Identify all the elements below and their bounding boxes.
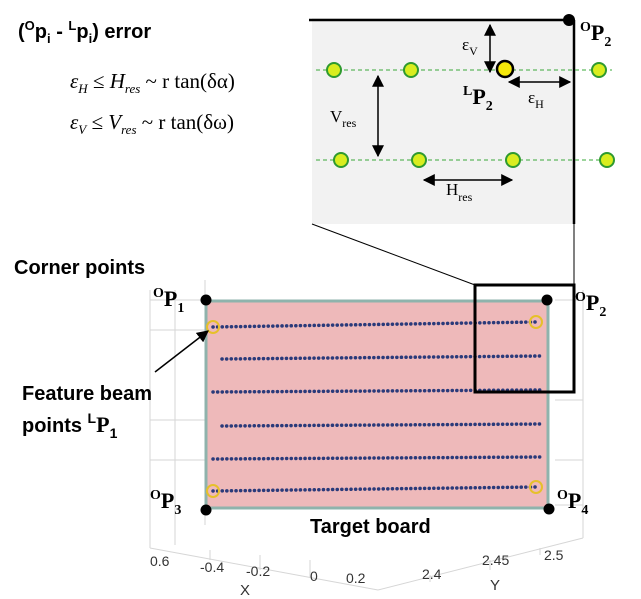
- op1-label: OP1: [153, 286, 184, 316]
- feature-pointer-arrow: [154, 330, 209, 373]
- corner-point-op3: [200, 504, 212, 516]
- target-board-label: Target board: [310, 516, 431, 538]
- y-tick: 2.5: [544, 547, 564, 563]
- op4-label: OP4: [557, 488, 588, 518]
- feature-corner-circles: [206, 315, 543, 498]
- lp2-marker: [495, 59, 515, 79]
- eps-h-label: εH: [528, 88, 544, 111]
- formula-eps-h: εH ≤ Hres ~ r tan(δα): [70, 69, 235, 96]
- target-board: [204, 299, 550, 510]
- beam-lines: [211, 320, 544, 493]
- eps-v-label: εV: [462, 35, 478, 58]
- beam-line: [211, 455, 542, 461]
- corner-point-op1: [200, 294, 212, 306]
- x-tick: -0.2: [246, 563, 270, 579]
- x-tick: 0.2: [346, 570, 366, 586]
- op2-inset-point: [563, 14, 575, 26]
- op2-label: OP2: [575, 290, 606, 320]
- y-axis-label: Y: [490, 577, 500, 594]
- x-axis-label: X: [240, 582, 250, 599]
- beam-marker: [403, 62, 419, 78]
- zoom-box: [473, 283, 576, 394]
- beam-line: [220, 422, 544, 428]
- zoom-connector-left: [311, 223, 476, 286]
- op3-label: OP3: [150, 488, 181, 518]
- beam-line: [211, 320, 538, 329]
- x-axis-ticks: 0.6 -0.4 -0.2 0 0.2: [150, 553, 366, 586]
- corner-point-op4: [543, 503, 555, 515]
- feature-circle: [529, 315, 543, 329]
- feature-beam-label-line2: points LP1: [22, 410, 118, 441]
- lp2-label: LP2: [463, 84, 493, 114]
- beam-marker: [505, 152, 521, 168]
- inset-background: [312, 18, 575, 224]
- v-res-label: Vres: [330, 107, 357, 130]
- x-tick: 0: [310, 568, 318, 584]
- corner-points-label: Corner points: [14, 257, 145, 279]
- op2-inset-label: OP2: [580, 20, 611, 50]
- feature-circle: [529, 480, 543, 494]
- beam-marker: [411, 152, 427, 168]
- beam-markers: [326, 62, 615, 168]
- y-tick: 2.45: [482, 552, 509, 568]
- feature-circle: [206, 320, 220, 334]
- h-res-label: Hres: [446, 180, 473, 204]
- inset-panel: εV εH Vres Hres LP2 OP2: [309, 14, 615, 224]
- corner-points: [200, 294, 555, 516]
- feature-beam-label-line1: Feature beam: [22, 383, 152, 405]
- beam-marker: [326, 62, 342, 78]
- beam-marker: [599, 152, 615, 168]
- error-title: (Opi - Lpi) error: [18, 18, 151, 46]
- y-tick: 2.4: [422, 566, 442, 582]
- x-tick: -0.4: [200, 559, 224, 575]
- beam-marker: [333, 152, 349, 168]
- beam-marker: [591, 62, 607, 78]
- y-axis-ticks: 2.4 2.45 2.5: [422, 547, 564, 582]
- formula-eps-v: εV ≤ Vres ~ r tan(δω): [70, 110, 234, 137]
- feature-circle: [206, 484, 220, 498]
- beam-line: [211, 485, 538, 493]
- beam-line: [211, 388, 542, 394]
- corner-point-op2: [541, 294, 553, 306]
- x-tick: 0.6: [150, 553, 170, 569]
